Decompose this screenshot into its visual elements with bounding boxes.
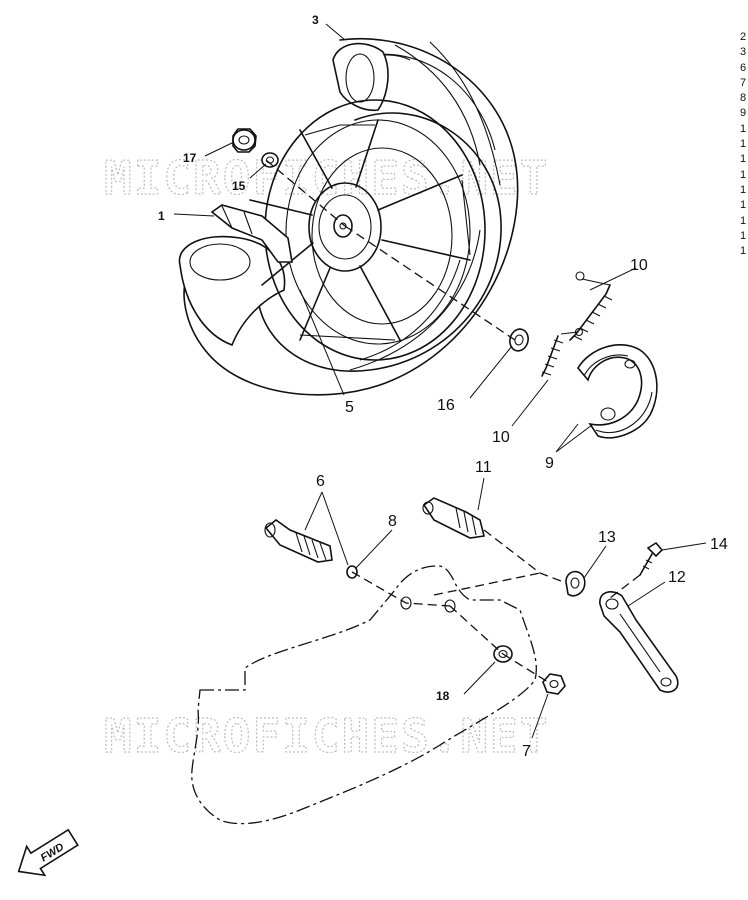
callout-11: 11 [475,459,492,476]
callout-8: 8 [388,513,397,530]
part-16-washer [509,328,529,352]
assembly-lines [265,159,641,683]
side-list-item: 1 [740,245,747,258]
side-list-item: 1 [740,183,747,196]
side-list-item: 8 [740,92,747,105]
side-list-item: 1 [740,153,747,166]
callout-14: 14 [710,536,728,553]
part-11-cam-shaft [422,497,485,539]
callout-9: 9 [545,455,554,472]
callout-6: 6 [316,473,325,490]
callout-12: 12 [668,569,686,586]
side-list-item: 2 [740,31,747,43]
part-13-plate-washer [565,570,586,597]
callout-17: 17 [183,151,197,165]
part-1-tube [210,204,293,263]
callout-18: 18 [436,689,450,703]
side-list-item: 1 [740,229,747,242]
side-list-item: 9 [740,107,747,120]
callout-13: 13 [598,529,616,546]
transmission-case-outline [191,565,537,825]
part-7-nut [542,673,566,695]
side-list-item: 6 [740,61,747,74]
part-6-axle-shaft [264,518,333,563]
part-10-spring-lower [541,327,584,377]
wheel-rim [249,99,486,361]
side-list-item: 1 [740,122,747,135]
callout-16: 16 [437,397,455,414]
leader-lines [173,23,707,739]
callout-15: 15 [232,179,246,193]
callout-7: 7 [522,743,531,760]
part-17-axle-nut [232,128,257,153]
side-list-item: 3 [740,46,747,59]
part-9-brake-shoes [577,344,658,439]
callout-10-upper: 10 [630,257,648,274]
fwd-arrow: FWD [17,828,79,877]
callout-3: 3 [312,13,319,27]
callout-labels: 3 17 15 1 5 10 16 10 9 11 6 8 13 14 12 1… [158,13,728,760]
callout-5: 5 [345,399,354,416]
side-list-item: 1 [740,214,747,227]
part-12-brake-arm [599,591,679,693]
clipped-parts-list: 2 3 6 7 8 9 1 1 1 1 1 1 1 1 1 [740,30,748,350]
side-list-item: 1 [740,138,747,151]
callout-10-lower: 10 [492,429,510,446]
callout-1: 1 [158,209,165,223]
side-list-item: 1 [740,168,747,181]
side-list-item: 7 [740,76,747,89]
part-14-bolt [639,541,664,576]
watermark-bottom: MICROFICHES.NET [104,709,549,763]
side-list-item: 1 [740,199,747,212]
